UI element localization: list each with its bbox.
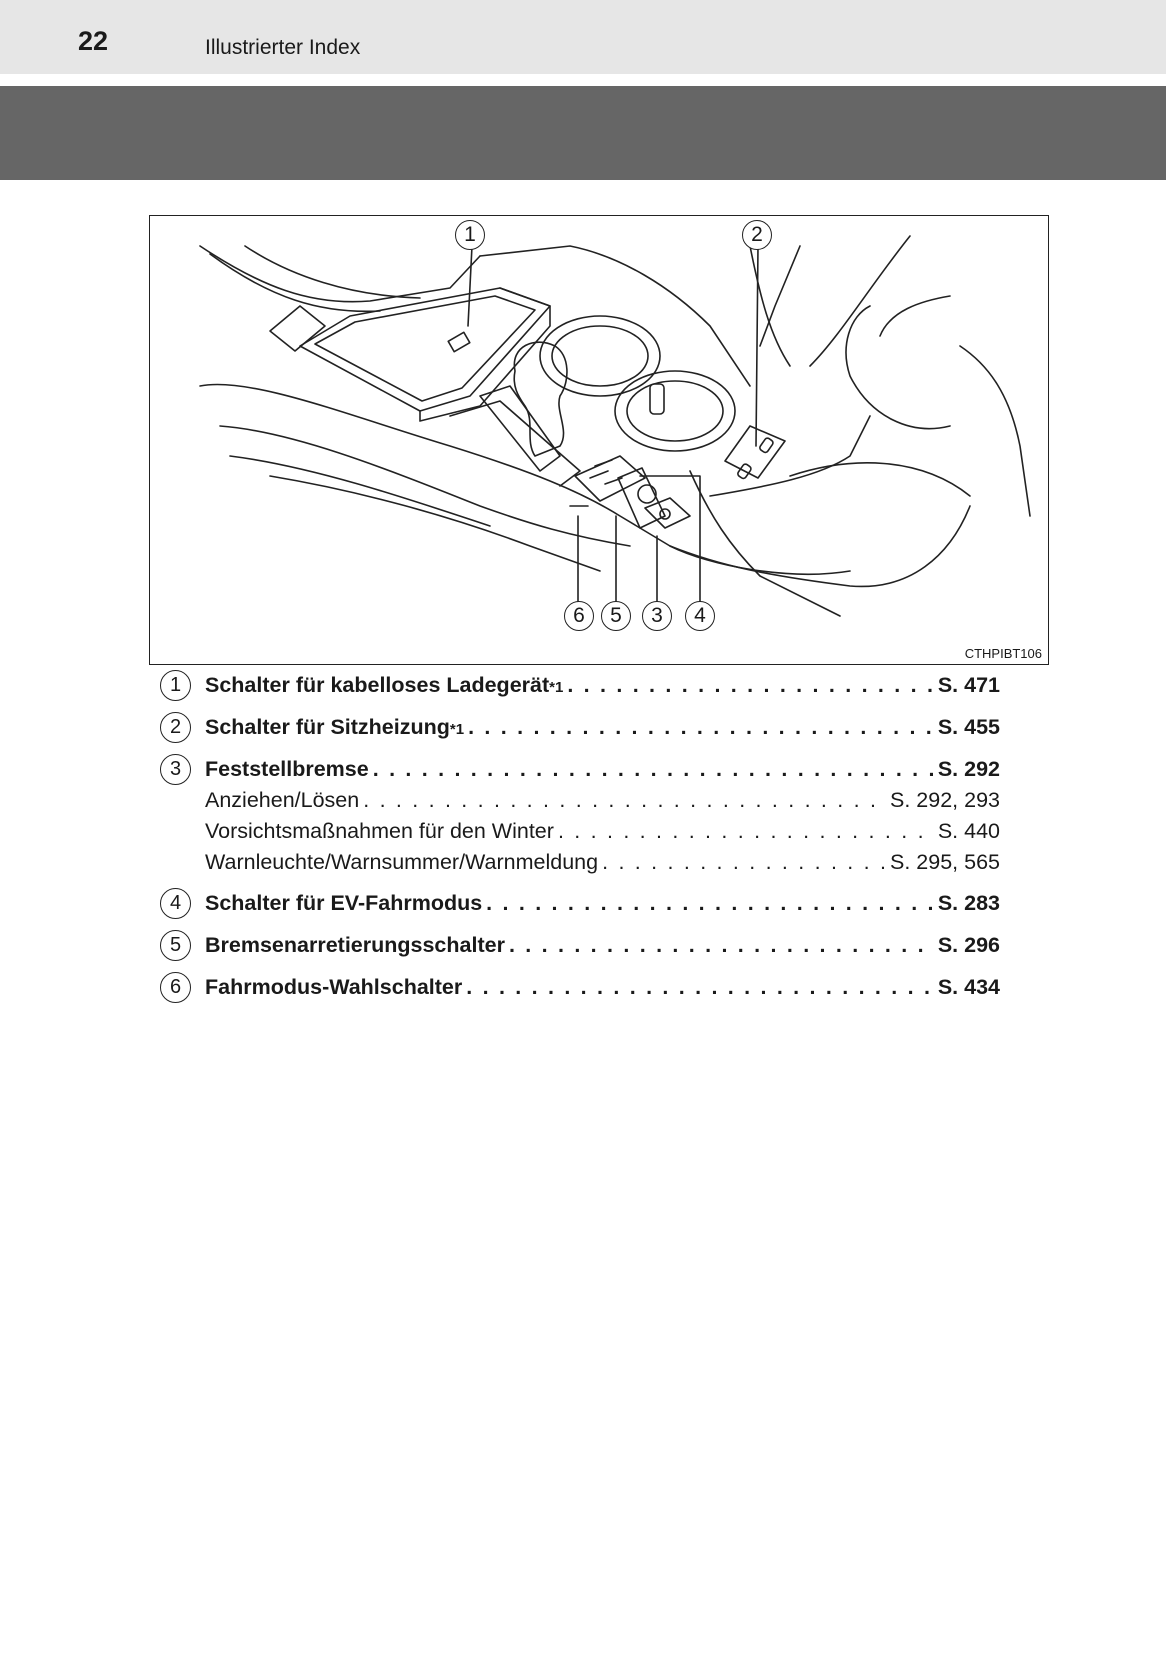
entry-number: 4 xyxy=(160,888,191,919)
subentry-label: Vorsichtsmaßnahmen für den Winter xyxy=(205,819,554,843)
index-subentry: Vorsichtsmaßnahmen für den Winter S. 440 xyxy=(160,819,1010,850)
index-entry: 1 Schalter für kabelloses Ladegerät*1 S.… xyxy=(160,668,1010,710)
figure-callout-6: 6 xyxy=(564,601,594,631)
entry-label: Schalter für EV-Fahrmodus xyxy=(205,891,483,915)
leader-dots xyxy=(558,819,934,844)
entry-page-ref[interactable]: S. 292 xyxy=(937,757,1000,781)
index-entry: 2 Schalter für Sitzheizung*1 S. 455 xyxy=(160,710,1010,752)
entry-number: 2 xyxy=(160,712,191,743)
subentry-page-ref[interactable]: S. 440 xyxy=(937,819,1000,843)
index-entry: 4 Schalter für EV-Fahrmodus S. 283 xyxy=(160,886,1010,928)
leader-dots xyxy=(486,891,934,916)
entry-number: 3 xyxy=(160,754,191,785)
index-entry: 6 Fahrmodus-Wahlschalter S. 434 xyxy=(160,970,1010,1012)
leader-dots xyxy=(567,673,934,698)
section-title: Illustrierter Index xyxy=(205,36,361,59)
subentry-label: Anziehen/Lösen xyxy=(205,788,360,812)
figure-callout-3: 3 xyxy=(642,601,672,631)
leader-dots xyxy=(509,933,934,958)
subentry-page-ref[interactable]: S. 292, 293 xyxy=(890,788,1000,812)
center-console-drawing xyxy=(199,235,1031,617)
page-number: 22 xyxy=(78,26,109,56)
subentry-page-ref[interactable]: S. 295, 565 xyxy=(890,850,1000,874)
entry-page-ref[interactable]: S. 434 xyxy=(937,975,1000,999)
footnote-mark: *1 xyxy=(449,721,465,738)
index-entry: 5 Bremsenarretierungsschalter S. 296 xyxy=(160,928,1010,970)
entry-number: 1 xyxy=(160,670,191,701)
entry-label: Schalter für Sitzheizung xyxy=(205,715,450,739)
subentry-label: Warnleuchte/Warnsummer/Warnmeldung xyxy=(205,850,599,874)
entry-label: Bremsenarretierungsschalter xyxy=(205,933,505,957)
entry-page-ref[interactable]: S. 283 xyxy=(937,891,1000,915)
chapter-band xyxy=(0,86,1166,180)
index-entry: 3 Feststellbremse S. 292 xyxy=(160,752,1010,788)
index-subentry: Warnleuchte/Warnsummer/Warnmeldung S. 29… xyxy=(160,850,1010,886)
entry-label: Feststellbremse xyxy=(205,757,369,781)
console-illustration: 1 2 6 5 3 4 CTHPIBT106 xyxy=(149,215,1049,665)
figure-callout-5: 5 xyxy=(601,601,631,631)
leader-dots xyxy=(466,975,934,1000)
entry-page-ref[interactable]: S. 471 xyxy=(937,673,1000,697)
footnote-mark: *1 xyxy=(549,679,564,696)
figure-callout-1: 1 xyxy=(455,220,485,250)
leader-dots xyxy=(363,788,886,813)
entry-page-ref[interactable]: S. 455 xyxy=(937,715,1000,739)
entry-number: 5 xyxy=(160,930,191,961)
entry-page-ref[interactable]: S. 296 xyxy=(937,933,1000,957)
figure-callout-4: 4 xyxy=(685,601,715,631)
leader-dots xyxy=(468,715,934,740)
figure-code: CTHPIBT106 xyxy=(964,646,1042,661)
figure-callout-2: 2 xyxy=(742,220,772,250)
index-list: 1 Schalter für kabelloses Ladegerät*1 S.… xyxy=(160,668,1010,1012)
page-header: 22 Illustrierter Index xyxy=(0,0,1166,74)
entry-label: Fahrmodus-Wahlschalter xyxy=(205,975,463,999)
leader-dots xyxy=(373,757,934,782)
entry-label: Schalter für kabelloses Ladegerät xyxy=(205,673,550,697)
entry-number: 6 xyxy=(160,972,191,1003)
leader-dots xyxy=(602,850,886,875)
index-subentry: Anziehen/Lösen S. 292, 293 xyxy=(160,788,1010,819)
